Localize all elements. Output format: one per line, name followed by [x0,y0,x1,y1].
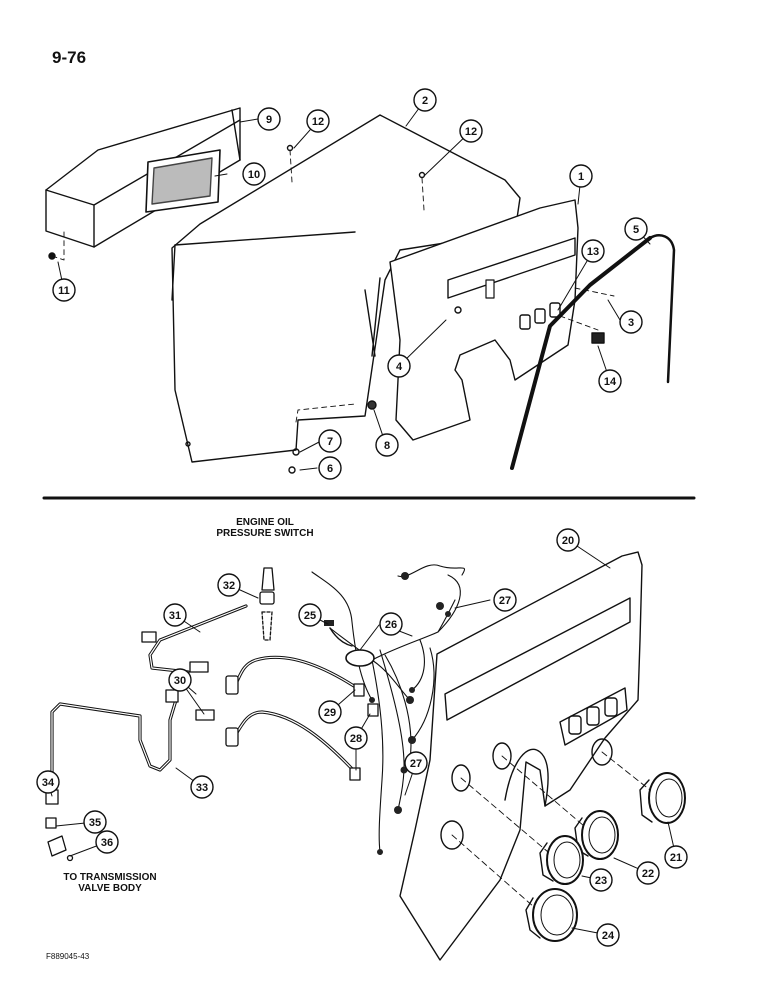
callout-12a: 12 [312,116,324,128]
engine-oil-pressure-switch-label: ENGINE OIL PRESSURE SWITCH [200,517,330,539]
dash-panel-part [399,551,643,961]
callout-22: 22 [642,868,654,880]
callout-28: 28 [350,733,362,745]
gauge-axes [451,751,651,908]
small-hardware-top [48,144,605,474]
callout-6: 6 [327,463,333,475]
callout-9: 9 [266,114,272,126]
oil-lines [50,604,362,792]
leader-lines-top [57,99,651,471]
callout-8: 8 [384,440,390,452]
callout-2: 2 [422,95,428,107]
transmission-label-line2: VALVE BODY [78,883,142,894]
callout-29: 29 [324,707,336,719]
seal-strip-part [510,234,676,470]
page-number: 9-76 [52,48,87,67]
callouts [36,88,688,947]
callout-numbers: 1 2 3 4 5 6 7 8 9 10 11 12 12 13 14 20 2… [42,95,682,942]
callout-27b: 27 [410,758,422,770]
callout-10: 10 [248,169,260,181]
callout-33: 33 [196,782,208,794]
gauge-23 [539,835,584,885]
callout-25: 25 [304,610,316,622]
instrument-panel-top-part [389,199,579,441]
callout-14: 14 [604,376,617,388]
callout-35: 35 [89,817,101,829]
callout-1: 1 [578,171,584,183]
callout-32: 32 [223,580,235,592]
transmission-valve-body-label: TO TRANSMISSION VALVE BODY [40,872,180,894]
assembly-lines-top [51,149,615,423]
gauge-21 [639,772,686,824]
transmission-label-line1: TO TRANSMISSION [63,872,157,883]
figure-id: F889045-43 [46,952,90,961]
callout-27a: 27 [499,595,511,607]
callout-31: 31 [169,610,181,622]
grommet-part [345,649,375,667]
callout-21: 21 [670,852,682,864]
wire-connectors [369,572,451,855]
callout-30: 30 [174,675,186,687]
gauge-24 [525,888,578,942]
callout-12b: 12 [465,126,477,138]
callout-20: 20 [562,535,574,547]
callout-23: 23 [595,875,607,887]
oil-lines-highlight [51,605,361,791]
callout-13: 13 [587,246,599,258]
callout-24: 24 [602,930,615,942]
callout-11: 11 [58,285,70,297]
callout-34: 34 [42,777,55,789]
fittings [45,567,379,862]
engine-oil-label-line2: PRESSURE SWITCH [216,528,314,539]
callout-7: 7 [327,436,333,448]
rear-box-part [45,107,241,248]
callout-36: 36 [101,837,113,849]
callout-3: 3 [628,317,634,329]
callout-4: 4 [396,361,403,373]
callout-5: 5 [633,224,639,236]
engine-oil-label-line1: ENGINE OIL [236,517,294,528]
wire-25-part [324,620,353,647]
callout-26: 26 [385,619,397,631]
